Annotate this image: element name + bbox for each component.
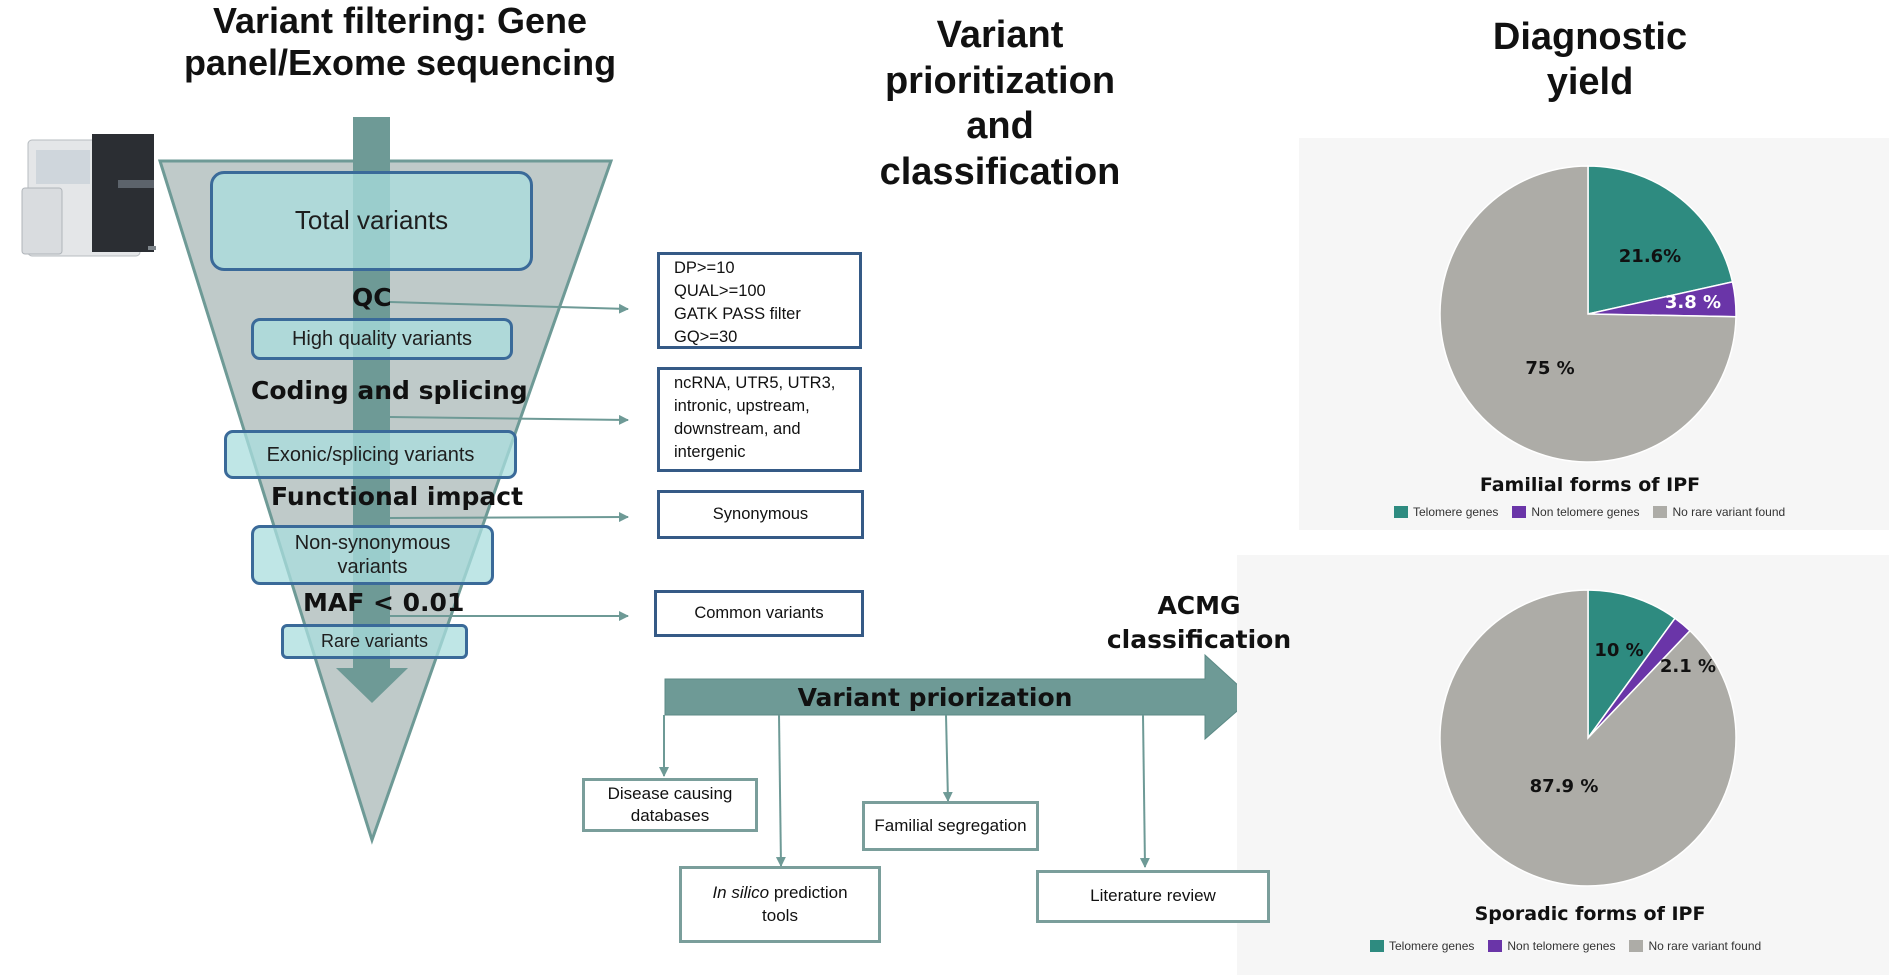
familial-segregation-label: Familial segregation (874, 815, 1027, 835)
legend-no-variant: No rare variant found (1672, 505, 1786, 519)
in-silico-line2: tools (762, 905, 798, 925)
pie-slice-telomere (1587, 165, 1734, 315)
filtering-title-line1: Variant filtering: Gene (212, 0, 588, 41)
pie-slice-no-variant (1439, 165, 1737, 463)
noncoding-criterion: intergenic (674, 443, 746, 462)
qc-criterion: DP>=10 (674, 259, 735, 277)
exonic-splicing-variants-label: Exonic/splicing variants (266, 443, 475, 466)
non-synonymous-variants-label: Non-synonymous variants (294, 532, 451, 578)
common-variants-box: Common variants (654, 590, 864, 637)
rare-variants-label: Rare variants (320, 630, 429, 651)
prioritization-title-line3: and (966, 105, 1034, 148)
synonymous-label: Synonymous (712, 504, 809, 523)
common-variants-label: Common variants (694, 603, 824, 622)
high-quality-variants-box: High quality variants (251, 318, 513, 360)
pie-value-label: 3.8 % (1665, 292, 1721, 313)
qc-criterion: GQ>=30 (674, 328, 738, 347)
acmg-line1: ACMG (1157, 591, 1241, 620)
legend-non-telomere: Non telomere genes (1531, 505, 1640, 519)
disease-databases-box: Disease causing databases (582, 778, 758, 832)
non-synonymous-variants-box: Non-synonymous variants (251, 525, 494, 585)
legend-swatch-non-telomere (1512, 506, 1527, 518)
legend-swatch-no-variant (1629, 940, 1644, 952)
familial-pie: 21.6% 3.8 % 75 % (1439, 165, 1737, 463)
qc-criteria-box: DP>=10 QUAL>=100 GATK PASS filter GQ>=30 (657, 252, 862, 349)
total-variants-label: Total variants (294, 205, 449, 236)
filtering-title: Variant filtering: Gene panel/Exome sequ… (140, 0, 660, 85)
acmg-line2: classification (1106, 624, 1292, 654)
tool-connectors (659, 714, 1150, 868)
high-quality-variants-label: High quality variants (291, 328, 473, 350)
yield-title: Diagnostic yield (1440, 15, 1740, 105)
yield-title-line1: Diagnostic (1492, 16, 1688, 58)
exonic-splicing-variants-box: Exonic/splicing variants (224, 430, 517, 479)
pie-value-label: 10 % (1594, 640, 1643, 661)
coding-splicing-step: Coding and splicing (251, 376, 528, 405)
pie-value-label: 87.9 % (1530, 776, 1599, 797)
pie-slice-no-variant (1439, 589, 1737, 887)
sporadic-legend: Telomere genes Non telomere genes No rar… (1370, 939, 1775, 953)
acmg-classification-label: ACMG classification (1104, 589, 1294, 657)
legend-swatch-telomere (1370, 940, 1384, 952)
in-silico-tools-box: In silico prediction tools (679, 866, 881, 943)
literature-review-box: Literature review (1036, 870, 1270, 923)
legend-telomere: Telomere genes (1389, 939, 1475, 953)
qc-step: QC (352, 283, 392, 312)
noncoding-criterion: ncRNA, UTR5, UTR3, (674, 374, 836, 392)
pie-value-label: 21.6% (1619, 246, 1681, 267)
prioritization-title: Variant prioritization and classificatio… (840, 13, 1160, 195)
noncoding-criteria-box: ncRNA, UTR5, UTR3, intronic, upstream, d… (657, 367, 862, 472)
filtering-title-line2: panel/Exome sequencing (183, 42, 617, 84)
legend-no-variant: No rare variant found (1648, 939, 1762, 953)
prioritization-title-line4: classification (879, 150, 1121, 193)
filter-connectors (389, 301, 629, 621)
familial-legend: Telomere genes Non telomere genes No rar… (1394, 505, 1799, 519)
disease-databases-line1: Disease causing (607, 783, 733, 803)
qc-criterion: GATK PASS filter (674, 305, 801, 324)
disease-databases-line2: databases (630, 806, 710, 825)
prioritization-title-line2: prioritization (884, 59, 1116, 102)
yield-title-line2: yield (1546, 60, 1634, 103)
maf-step: MAF < 0.01 (303, 588, 465, 617)
total-variants-box: Total variants (210, 171, 533, 271)
prioritization-title-line1: Variant (936, 14, 1064, 56)
in-silico-italic: In silico (712, 883, 770, 903)
familial-segregation-box: Familial segregation (862, 801, 1039, 851)
legend-non-telomere: Non telomere genes (1507, 939, 1616, 953)
pie-slice-telomere (1587, 589, 1677, 741)
rare-variants-box: Rare variants (281, 624, 468, 659)
literature-review-label: Literature review (1090, 886, 1216, 906)
legend-swatch-non-telomere (1488, 940, 1503, 952)
priorization-arrow (664, 653, 1253, 741)
legend-swatch-no-variant (1653, 506, 1668, 518)
sequencer-icon (21, 134, 156, 257)
noncoding-criterion: intronic, upstream, (674, 397, 810, 416)
legend-telomere: Telomere genes (1413, 505, 1499, 519)
qc-criterion: QUAL>=100 (674, 282, 766, 301)
sporadic-chart-title: Sporadic forms of IPF (1474, 903, 1706, 925)
functional-impact-step: Functional impact (271, 482, 524, 511)
noncoding-criterion: downstream, and (674, 420, 801, 439)
synonymous-box: Synonymous (657, 490, 864, 539)
priorization-arrow-label: Variant priorization (797, 682, 1073, 712)
pie-value-label: 2.1 % (1660, 656, 1716, 677)
familial-chart-title: Familial forms of IPF (1479, 474, 1701, 496)
in-silico-rest: prediction (769, 883, 848, 903)
legend-swatch-telomere (1394, 506, 1408, 518)
sporadic-pie: 10 % 2.1 % 87.9 % (1439, 589, 1737, 887)
pie-value-label: 75 % (1525, 358, 1574, 379)
